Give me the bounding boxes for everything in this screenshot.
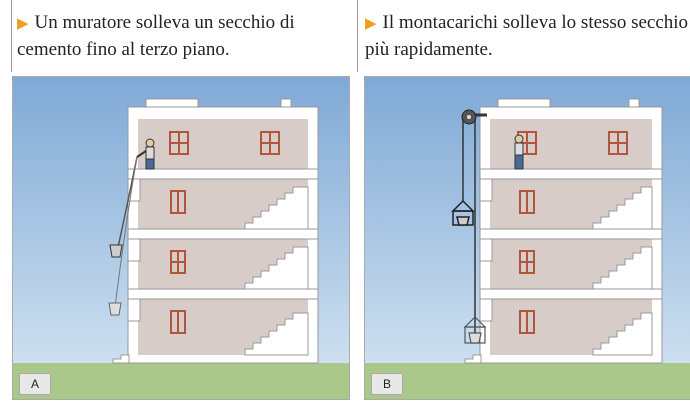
worker-figure — [136, 138, 155, 170]
panel-label: B — [371, 373, 403, 395]
stairs — [244, 312, 309, 356]
panel-divider — [357, 0, 358, 72]
windows — [169, 131, 280, 334]
ground — [365, 363, 690, 399]
pulley-icon — [461, 109, 487, 125]
panel-divider — [11, 0, 12, 72]
panel-caption: ▶Un muratore solleva un secchio di cemen… — [17, 10, 347, 63]
panel-label: A — [19, 373, 51, 395]
building — [464, 98, 663, 364]
stairs — [592, 246, 653, 290]
ground — [13, 363, 349, 399]
panel-caption: ▶Il montacarichi solleva lo stesso secch… — [365, 10, 690, 63]
stairs — [244, 186, 309, 230]
hoist-cage — [463, 316, 487, 344]
bullet-icon: ▶ — [365, 16, 377, 32]
bullet-icon: ▶ — [17, 16, 29, 32]
hoist-cage — [451, 199, 475, 226]
worker-figure — [514, 134, 524, 170]
stairs — [592, 186, 653, 230]
windows — [517, 131, 628, 334]
rope — [114, 156, 138, 308]
bucket — [108, 244, 123, 316]
stairs — [244, 246, 309, 290]
illustration-builder: A — [12, 76, 350, 400]
caption-text: Un muratore solleva un secchio di cement… — [17, 12, 295, 60]
building — [112, 98, 319, 364]
illustration-hoist: B — [364, 76, 690, 400]
stairs — [592, 312, 653, 356]
wall-floor-3 — [138, 119, 308, 169]
panel-b: ▶Il montacarichi solleva lo stesso secch… — [357, 0, 690, 404]
caption-text: Il montacarichi solleva lo stesso secchi… — [365, 12, 689, 60]
panel-a: ▶Un muratore solleva un secchio di cemen… — [9, 0, 350, 404]
